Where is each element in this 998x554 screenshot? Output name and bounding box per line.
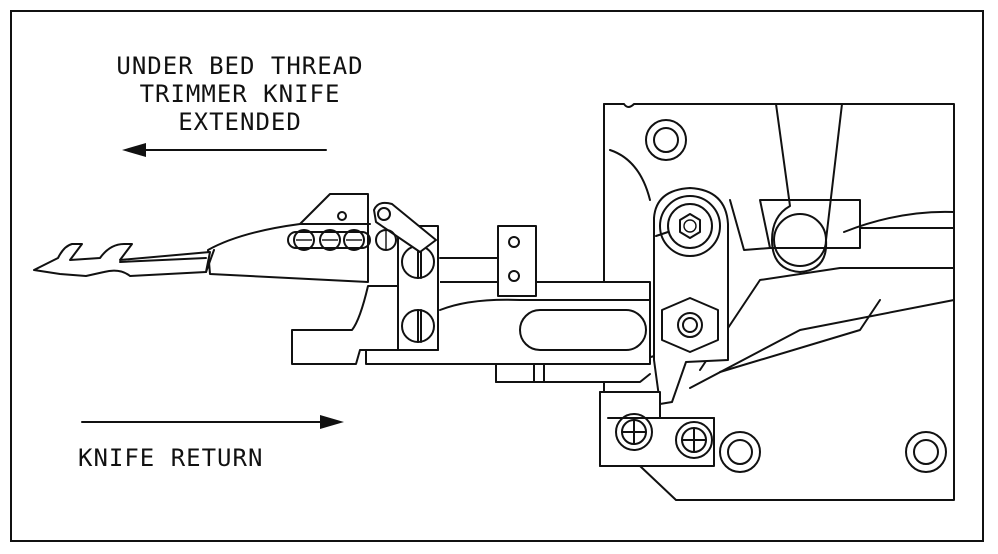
knife-extended-label-line2: TRIMMER KNIFE (139, 80, 341, 108)
knife-extended-label: UNDER BED THREAD TRIMMER KNIFE EXTENDED (70, 52, 410, 136)
clamp-plate (397, 225, 439, 351)
slide-bar (439, 281, 651, 383)
slotted-screw-icon (401, 309, 435, 343)
knife-return-label: KNIFE RETURN (78, 444, 264, 472)
lever-arm (759, 103, 955, 273)
housing-hole-bottom-right (905, 431, 947, 473)
housing-hole-bottom-left (719, 431, 761, 473)
arrow-left-icon (122, 143, 327, 157)
link-arm (373, 201, 437, 253)
upright-bracket (439, 225, 537, 297)
trimmer-knife-blade (33, 243, 211, 277)
holder-screw-row (287, 229, 397, 251)
phillips-screw-icon (675, 421, 713, 459)
phillips-screw-icon (615, 413, 653, 451)
hex-nut (661, 297, 719, 353)
knife-extended-label-line1: UNDER BED THREAD (116, 52, 364, 80)
arrow-right-icon (81, 415, 344, 429)
knife-carrier (291, 285, 497, 365)
housing-hole-top (645, 119, 687, 161)
cam-plate (653, 187, 729, 405)
knife-extended-label-line3: EXTENDED (178, 108, 302, 136)
